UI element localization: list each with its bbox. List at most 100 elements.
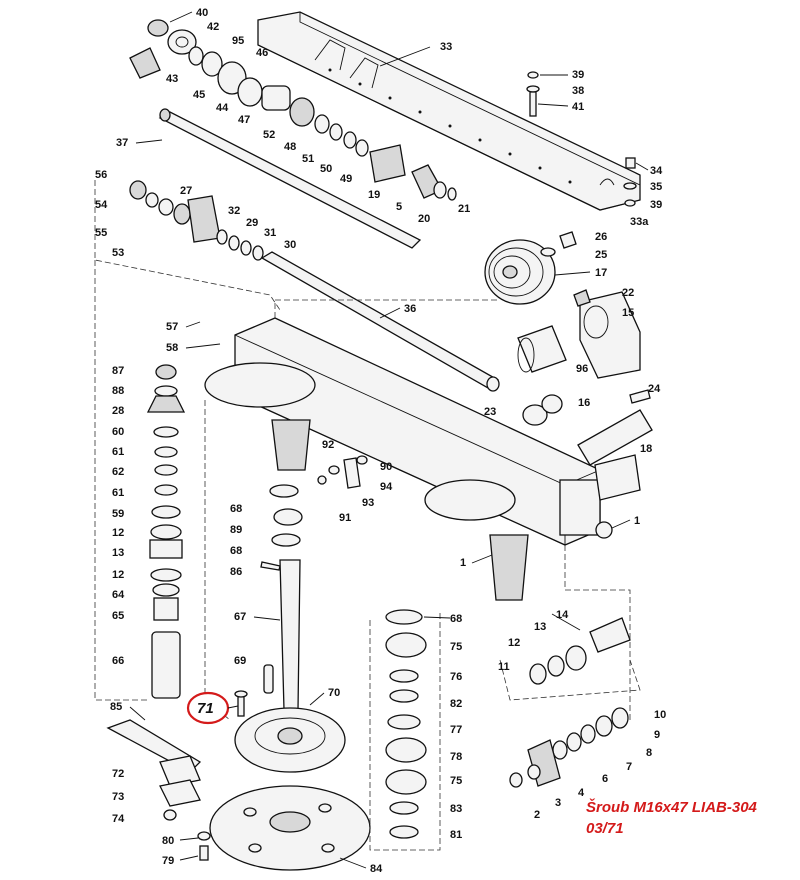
part-label: 89 xyxy=(230,524,242,536)
part-label: 58 xyxy=(166,342,178,354)
bracket-15 xyxy=(573,289,641,379)
part-label: 85 xyxy=(110,701,122,713)
part-label: 1 xyxy=(460,557,466,569)
part-label: 75 xyxy=(450,641,462,653)
disc-70 xyxy=(234,690,346,773)
part-label: 43 xyxy=(166,73,178,85)
part-label: 76 xyxy=(450,671,462,683)
part-label: 68 xyxy=(450,613,462,625)
part-label: 12 xyxy=(508,637,520,649)
part-label: 39 xyxy=(572,69,584,81)
part-label: 88 xyxy=(112,385,124,397)
part-label: 67 xyxy=(234,611,246,623)
part-label: 35 xyxy=(650,181,662,193)
part-label: 18 xyxy=(640,443,652,455)
part-label: 72 xyxy=(112,768,124,780)
part-label: 81 xyxy=(450,829,462,841)
bracket-92 xyxy=(317,455,368,489)
part-label: 93 xyxy=(362,497,374,509)
part-label: 14 xyxy=(556,609,569,621)
part-caption: Šroub M16x47 LIAB-304 03/71 xyxy=(586,797,791,839)
central-stack-67 xyxy=(260,484,303,711)
part-label: 19 xyxy=(368,189,380,201)
part-label: 13 xyxy=(534,621,546,633)
part-label: 57 xyxy=(166,321,178,333)
plate-84 xyxy=(209,785,371,871)
leader-lines xyxy=(129,11,649,869)
part-label: 36 xyxy=(404,303,416,315)
part-label: 8 xyxy=(646,747,652,759)
part-label: 21 xyxy=(458,203,470,215)
part-label: 52 xyxy=(263,129,275,141)
part-label: 37 xyxy=(116,137,128,149)
shaft-36 xyxy=(260,251,500,392)
part-label: 83 xyxy=(450,803,462,815)
part-label: 25 xyxy=(595,249,607,261)
part-label: 16 xyxy=(578,397,590,409)
caption-line-1: Šroub M16x47 LIAB-304 xyxy=(586,799,757,816)
part-label: 3 xyxy=(555,797,561,809)
part-label: 56 xyxy=(95,169,107,181)
part-label: 74 xyxy=(112,813,125,825)
part-label: 73 xyxy=(112,791,124,803)
part-label: 87 xyxy=(112,365,124,377)
part-label: 51 xyxy=(302,153,314,165)
caption-line-2: 03/71 xyxy=(586,820,624,837)
part-label: 31 xyxy=(264,227,276,239)
part-label: 20 xyxy=(418,213,430,225)
part-label: 84 xyxy=(370,863,383,875)
part-label: 27 xyxy=(180,185,192,197)
part-label: 69 xyxy=(234,655,246,667)
part-label: 15 xyxy=(622,307,634,319)
pinion-group-19 xyxy=(369,144,457,201)
part-label: 59 xyxy=(112,508,124,520)
part-label: 2 xyxy=(534,809,540,821)
part-label: 33 xyxy=(440,41,452,53)
part-label: 4 xyxy=(578,787,585,799)
part-label: 90 xyxy=(380,461,392,473)
part-label: 30 xyxy=(284,239,296,251)
part-label: 70 xyxy=(328,687,340,699)
part-label: 62 xyxy=(112,466,124,478)
part-label: 44 xyxy=(216,102,229,114)
callout-71-label: 71 xyxy=(197,700,214,717)
part-label: 55 xyxy=(95,227,107,239)
part-label: 50 xyxy=(320,163,332,175)
beam-bolt-holes xyxy=(328,68,572,184)
part-label: 12 xyxy=(112,527,124,539)
callout-71[interactable]: 71 xyxy=(186,691,239,725)
part-label: 91 xyxy=(339,512,351,524)
part-label: 49 xyxy=(340,173,352,185)
left-gear-group-27 xyxy=(129,180,264,261)
part-label: 24 xyxy=(648,383,661,395)
bolt-stack-41 xyxy=(526,71,540,117)
part-label: 11 xyxy=(498,661,510,673)
part-label: 13 xyxy=(112,547,124,559)
beam-33 xyxy=(257,11,641,211)
part-label: 61 xyxy=(112,446,124,458)
part-label: 60 xyxy=(112,426,124,438)
part-label: 54 xyxy=(95,199,108,211)
part-label: 5 xyxy=(396,201,402,213)
shaft-18 xyxy=(522,389,653,466)
part-label: 65 xyxy=(112,610,124,622)
lower-left-parts xyxy=(106,719,211,861)
part-label: 22 xyxy=(622,287,634,299)
part-label: 80 xyxy=(162,835,174,847)
part-label: 1 xyxy=(634,515,640,527)
part-label: 82 xyxy=(450,698,462,710)
pulley-17 xyxy=(484,231,577,305)
bolt-stack-34 xyxy=(623,157,637,207)
part-label: 78 xyxy=(450,751,462,763)
part-label: 68 xyxy=(230,545,242,557)
right-lower-parts xyxy=(509,617,631,788)
part-label: 6 xyxy=(602,773,608,785)
shaft-37 xyxy=(158,108,422,249)
part-label: 95 xyxy=(232,35,244,47)
upper-gear-train xyxy=(129,19,369,157)
main-housing xyxy=(204,317,641,601)
part-label: 61 xyxy=(112,487,124,499)
part-label: 77 xyxy=(450,724,462,736)
part-label: 86 xyxy=(230,566,242,578)
part-label: 32 xyxy=(228,205,240,217)
